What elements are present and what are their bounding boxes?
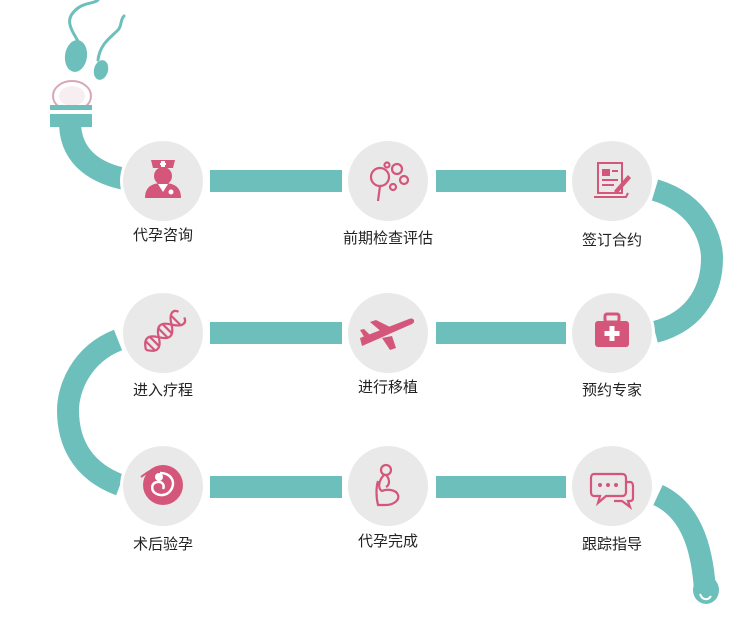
egg-icon: [52, 80, 92, 112]
step-label-8: 代孕完成: [358, 532, 418, 550]
track: [50, 105, 724, 591]
step-label-7: 术后验孕: [133, 535, 193, 553]
pregnant-icon: [375, 463, 400, 507]
medkit-icon: [595, 312, 629, 347]
step-label-6: 进入疗程: [133, 381, 193, 399]
step-label-4: 预约专家: [582, 381, 642, 399]
airplane-icon: [360, 318, 415, 350]
step-label-1: 代孕咨询: [133, 226, 193, 244]
pipe-lip: [50, 110, 92, 114]
step-label-9: 跟踪指导: [582, 535, 642, 553]
dna-icon: [144, 309, 187, 352]
contract-icon: [594, 162, 631, 198]
step-circle-9: [572, 446, 652, 526]
step-label-2: 前期检查评估: [343, 229, 433, 247]
step-label-3: 签订合约: [582, 231, 642, 249]
doctor-icon: [145, 160, 181, 198]
sperm-icon: [64, 0, 126, 80]
track-end-cap: [693, 576, 719, 604]
chat-icon: [589, 472, 635, 510]
fetus-icon: [140, 465, 183, 505]
bubbles-icon: [369, 161, 410, 202]
step-label-5: 进行移植: [358, 378, 418, 396]
